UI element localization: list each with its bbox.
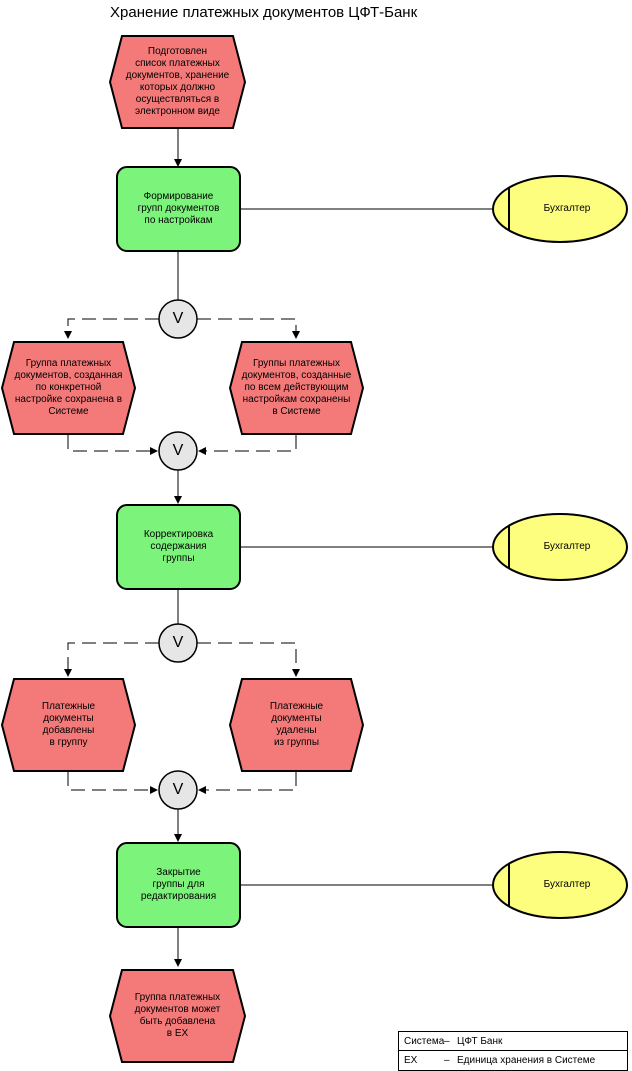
event-hexagon-4 [0, 678, 137, 772]
or-operator-label-4: V [172, 781, 184, 798]
role-ellipse-3 [492, 851, 628, 919]
or-operator-4 [158, 770, 198, 810]
connector [197, 642, 300, 677]
legend-row: EX – Единица хранения в Системе [399, 1051, 627, 1070]
function-label-3: Закрытие группы для редактирования [140, 867, 217, 902]
legend-value: Единица хранения в Системе [457, 1055, 596, 1066]
event-hexagon-2 [0, 341, 137, 435]
legend-box: Система – ЦФТ Банк EX – Единица хранения… [398, 1031, 628, 1071]
event-hexagon-3 [228, 341, 365, 435]
event-hexagon-5 [228, 678, 365, 772]
legend-dash: – [444, 1035, 450, 1047]
connector [64, 642, 159, 677]
role-ellipse-2 [492, 513, 628, 581]
event-label-5: Платежные документы удалены из группы [269, 701, 324, 748]
connector [198, 772, 297, 794]
event-label-6: Группа платежных документов может быть д… [134, 992, 221, 1039]
legend-row: Система – ЦФТ Банк [399, 1032, 627, 1051]
role-label-1: Бухгалтер [543, 203, 591, 214]
event-label-2: Группа платежных документов, созданная п… [14, 358, 123, 417]
function-label-1: Формирование групп документов по настрой… [137, 191, 220, 226]
legend-dash: – [444, 1055, 450, 1066]
legend-key: EX [404, 1055, 418, 1066]
connector [198, 435, 297, 455]
or-operator-label-2: V [172, 442, 184, 459]
diagram-title: Хранение платежных документов ЦФТ-Банк [110, 4, 418, 21]
event-hexagon-1 [108, 35, 247, 129]
event-label-1: Подготовлен список платежных документов,… [125, 46, 230, 117]
event-label-3: Группы платежных документов, созданные п… [241, 358, 352, 417]
legend-value: ЦФТ Банк [457, 1035, 503, 1047]
function-box-1 [116, 166, 241, 252]
function-label-2: Корректировка содержания группы [143, 529, 214, 564]
connector [64, 318, 159, 339]
function-box-3 [116, 842, 241, 928]
event-hexagon-6 [108, 969, 247, 1063]
connector [67, 435, 158, 455]
event-label-4: Платежные документы добавлены в группу [41, 701, 96, 748]
or-operator-2 [158, 431, 198, 471]
role-label-3: Бухгалтер [543, 879, 591, 890]
function-box-2 [116, 504, 241, 590]
role-label-2: Бухгалтер [543, 541, 591, 552]
or-operator-3 [158, 623, 198, 663]
legend-key: Система [404, 1035, 445, 1047]
connector [67, 772, 158, 794]
role-ellipse-1 [492, 175, 628, 243]
or-operator-label-1: V [172, 310, 184, 327]
or-operator-label-3: V [172, 634, 184, 651]
or-operator-1 [158, 299, 198, 339]
connector [197, 318, 300, 339]
